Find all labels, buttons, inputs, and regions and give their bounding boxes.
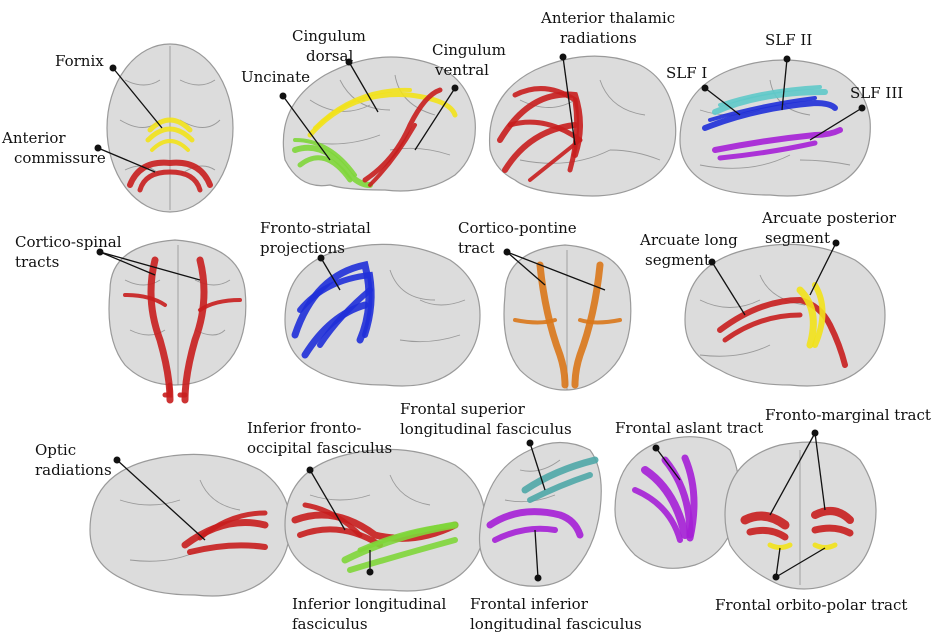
label-cortico-spinal-2: tracts xyxy=(15,253,59,271)
label-fslf: Frontal superior xyxy=(400,400,526,418)
frontal-orbito-polar-tract xyxy=(767,542,838,550)
label-fslf-2: longitudinal fasciculus xyxy=(400,420,572,438)
label-fat: Frontal aslant tract xyxy=(615,419,763,437)
leader-ifof xyxy=(306,466,346,531)
leader-fat xyxy=(652,444,681,481)
brain-thalamic-view xyxy=(488,55,677,197)
label-cingulum-ventral-2: ventral xyxy=(434,61,489,79)
leader-slf-iii xyxy=(809,104,866,141)
leader-arcuate-long xyxy=(708,258,746,316)
ifof-tract xyxy=(291,502,459,548)
label-cortico-pontine-2: tract xyxy=(458,239,495,257)
leader-arcuate-posterior xyxy=(809,239,840,296)
label-arcuate-posterior: Arcuate posterior xyxy=(761,209,897,227)
label-cingulum-dorsal: Cingulum xyxy=(292,27,366,45)
label-ifof-2: occipital fasciculus xyxy=(247,439,392,457)
label-optic-2: radiations xyxy=(35,461,112,479)
label-arcuate-long: Arcuate long xyxy=(639,231,738,249)
leader-cortico-spinal xyxy=(96,248,201,281)
brain-optic-view xyxy=(89,453,291,597)
cortico-spinal-tract xyxy=(123,256,242,404)
leader-ilf xyxy=(366,550,374,576)
label-uncinate: Uncinate xyxy=(241,68,310,86)
arcuate-posterior-tract xyxy=(796,282,826,349)
leader-cingulum-dorsal xyxy=(345,58,379,113)
leader-slf-ii xyxy=(781,55,791,111)
label-filf: Frontal inferior xyxy=(470,595,589,613)
leader-frontal-orbito-polar xyxy=(772,547,826,581)
label-fornix: Fornix xyxy=(55,52,104,70)
label-frontal-orbito-polar: Frontal orbito-polar tract xyxy=(715,596,907,614)
ilf-tract xyxy=(341,521,459,573)
label-anterior-commissure-2: commissure xyxy=(14,149,106,167)
leader-fslf xyxy=(526,439,546,491)
brain-frontal-slf-view xyxy=(478,441,602,587)
leader-fronto-striatal xyxy=(317,254,341,291)
label-anterior-commissure: Anterior xyxy=(1,129,66,147)
leader-cingulum-ventral xyxy=(414,84,459,151)
label-cingulum-dorsal-2: dorsal xyxy=(306,47,353,65)
label-slf-iii: SLF III xyxy=(850,84,903,102)
label-filf-2: longitudinal fasciculus xyxy=(470,615,642,633)
brain-slf-view xyxy=(679,59,871,197)
fronto-marginal-tract xyxy=(740,507,854,541)
brain-corticospinal-view xyxy=(108,239,247,404)
brain-arcuate-view xyxy=(684,243,886,387)
label-arcuate-posterior-2: segment xyxy=(765,229,830,247)
label-anterior-thalamic-2: radiations xyxy=(560,29,637,47)
leader-fronto-marginal xyxy=(769,429,826,516)
label-cingulum-ventral: Cingulum xyxy=(432,41,506,59)
leader-fornix xyxy=(109,64,163,129)
fronto-striatal-tract xyxy=(291,260,375,359)
label-arcuate-long-2: segment xyxy=(645,251,710,269)
label-optic: Optic xyxy=(35,441,76,459)
cingulum-dorsal-tract xyxy=(307,87,458,138)
label-slf-ii: SLF II xyxy=(765,31,812,49)
leader-slf-i xyxy=(701,84,741,116)
label-cortico-pontine: Cortico-pontine xyxy=(458,219,577,237)
fornix-tract xyxy=(145,117,195,152)
slf-ii-tract xyxy=(702,96,838,131)
cortico-pontine-tract xyxy=(513,261,622,389)
label-ilf: Inferior longitudinal xyxy=(292,595,447,613)
frontal-superior-longitudinal-tract xyxy=(521,456,599,503)
label-slf-i: SLF I xyxy=(666,64,707,82)
leader-anterior-thalamic xyxy=(559,53,576,146)
brain-frontostriatal-view xyxy=(284,243,481,387)
leader-optic xyxy=(113,456,206,541)
label-fronto-striatal: Fronto-striatal xyxy=(260,219,371,237)
uncinate-tract xyxy=(292,138,373,188)
brain-cingulum-view xyxy=(282,56,476,192)
label-anterior-thalamic: Anterior thalamic xyxy=(540,9,675,27)
anterior-commissure-tract xyxy=(127,159,213,193)
slf-i-tract xyxy=(712,85,828,115)
optic-radiations-tract xyxy=(181,510,269,555)
frontal-inferior-longitudinal-tract xyxy=(486,508,584,543)
cingulum-ventral-tract xyxy=(362,87,443,187)
leader-uncinate xyxy=(279,92,331,161)
brain-corticopontine-view xyxy=(503,244,632,391)
brain-fat-view xyxy=(614,436,740,569)
label-fronto-striatal-2: projections xyxy=(260,239,345,257)
leader-anterior-commissure xyxy=(94,144,156,173)
slf-iii-tract xyxy=(712,127,843,161)
label-ifof: Inferior fronto- xyxy=(247,419,362,437)
label-cortico-spinal: Cortico-spinal xyxy=(15,233,122,251)
label-ilf-2: fasciculus xyxy=(292,615,368,633)
brain-fornix-view xyxy=(106,43,234,213)
leader-filf xyxy=(534,529,542,582)
leader-cortico-pontine xyxy=(503,248,606,291)
label-fronto-marginal: Fronto-marginal tract xyxy=(765,406,931,424)
brain-ifof-ilf-view xyxy=(284,448,486,592)
brain-fronto-marginal-view xyxy=(724,441,877,590)
